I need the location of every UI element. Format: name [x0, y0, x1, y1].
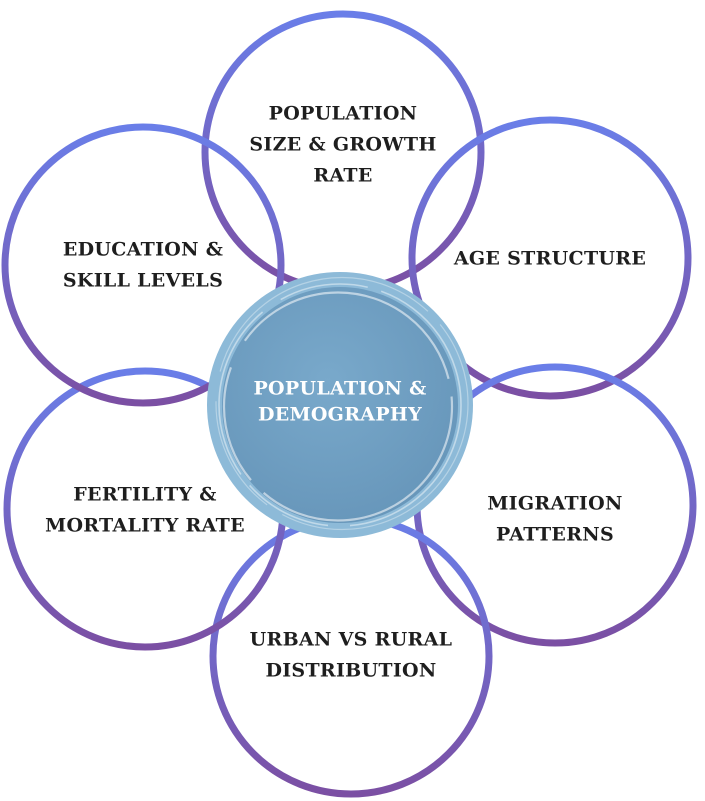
label-migration-patterns: MIGRATION PATTERNS — [487, 493, 622, 546]
label-line: POPULATION — [269, 103, 418, 125]
label-urban-rural: URBAN VS RURAL DISTRIBUTION — [250, 629, 453, 682]
label-age-structure: AGE STRUCTURE — [453, 248, 646, 270]
center-brush-ring — [215, 276, 469, 531]
label-education-skill: EDUCATION & SKILL LEVELS — [63, 239, 223, 292]
label-line: RATE — [313, 165, 372, 187]
center-hub: POPULATION & DEMOGRAPHY — [207, 272, 473, 538]
center-brush-ring — [218, 283, 462, 527]
center-brush-ring — [222, 291, 454, 522]
label-line: FERTILITY & — [73, 484, 216, 506]
center-label: POPULATION & DEMOGRAPHY — [253, 378, 426, 426]
outer-labels: POPULATION SIZE & GROWTH RATE AGE STRUCTURE… — [45, 103, 646, 682]
label-line: SKILL LEVELS — [63, 270, 223, 292]
label-line: URBAN VS RURAL — [250, 629, 453, 651]
center-circle — [222, 287, 458, 523]
label-line: EDUCATION & — [63, 239, 223, 261]
label-line: AGE STRUCTURE — [453, 248, 646, 270]
label-line: MORTALITY RATE — [45, 515, 245, 537]
center-label-line: POPULATION & — [253, 378, 426, 400]
circle-urban-rural — [209, 514, 493, 798]
label-line: PATTERNS — [496, 524, 614, 546]
label-line: SIZE & GROWTH — [249, 134, 436, 156]
circle-education-skill — [1, 123, 285, 407]
center-label-line: DEMOGRAPHY — [258, 404, 422, 426]
label-line: MIGRATION — [487, 493, 622, 515]
label-population-size: POPULATION SIZE & GROWTH RATE — [249, 103, 436, 187]
label-fertility-mortality: FERTILITY & MORTALITY RATE — [45, 484, 245, 537]
label-line: DISTRIBUTION — [265, 660, 436, 682]
circle-age-structure — [408, 116, 692, 400]
